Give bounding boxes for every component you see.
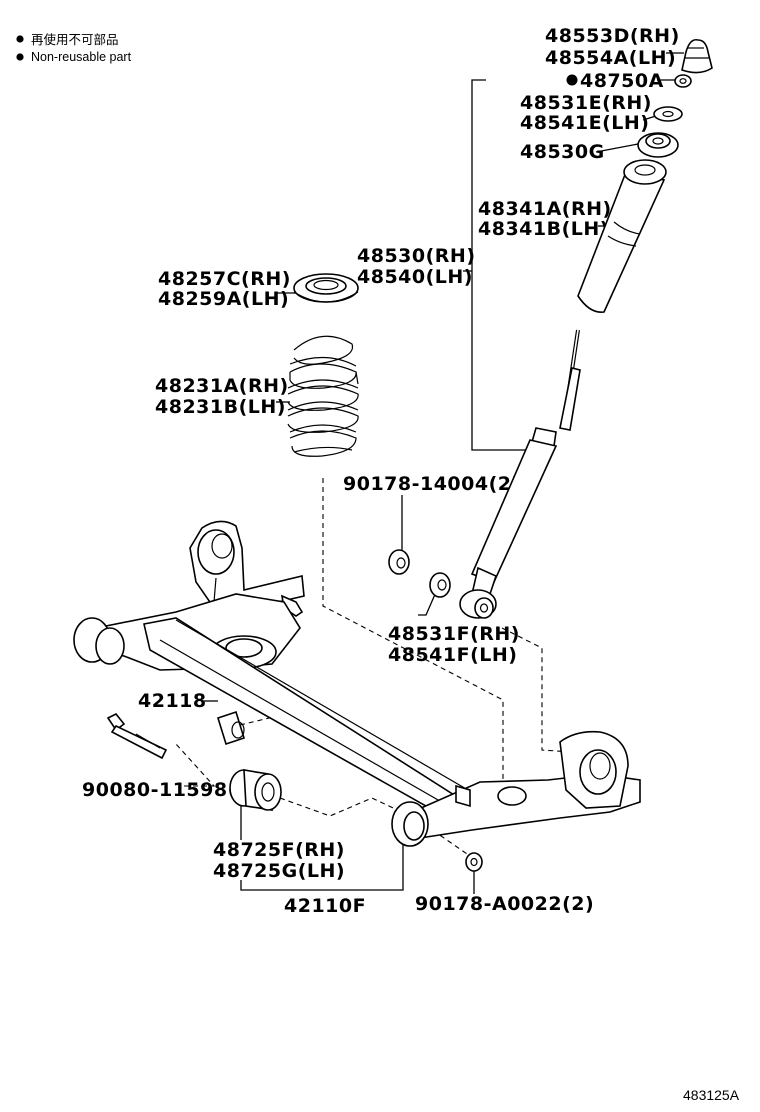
label-48541E: 48541E(LH): [520, 112, 649, 134]
label-48341B: 48341B(LH): [478, 218, 609, 240]
bound-stopper: [217, 710, 245, 746]
label-48725F: 48725F(RH): [213, 839, 345, 861]
label-48530: 48530(RH): [357, 245, 476, 267]
bushing-48530G: [637, 132, 679, 158]
non-reusable-bullet-icon: [566, 74, 578, 86]
label-48257C: 48257C(RH): [158, 268, 291, 290]
label-42118: 42118: [138, 690, 207, 712]
spring-insulator: [293, 273, 359, 303]
label-48540: 48540(LH): [357, 266, 473, 288]
label-48531F: 48531F(RH): [388, 623, 520, 645]
leader-lines: [175, 52, 684, 894]
label-48531E: 48531E(RH): [520, 92, 652, 114]
shock-absorber: [459, 329, 581, 619]
label-48725G: 48725G(LH): [213, 860, 345, 882]
legend-non-reusable-en: Non-reusable part: [31, 50, 132, 64]
bushing-48725F: [229, 769, 282, 811]
label-90080-11598: 90080-11598(2): [82, 779, 260, 801]
legend-non-reusable-cn: 再使用不可部品: [31, 32, 119, 47]
shock-dust-cover: [577, 159, 667, 313]
label-48259A: 48259A(LH): [158, 288, 289, 310]
label-48231A: 48231A(RH): [155, 375, 289, 397]
washer-48531E: [653, 106, 683, 122]
catalog-number: 483125A: [683, 1087, 740, 1103]
label-48541F: 48541F(LH): [388, 644, 517, 666]
label-90178-A0022: 90178-A0022(2): [415, 893, 594, 915]
label-90178-14004: 90178-14004(2): [343, 473, 521, 495]
label-48341A: 48341A(RH): [478, 198, 612, 220]
bump-stopper-cap: [681, 38, 713, 74]
non-reusable-bullet-icon: [16, 53, 24, 61]
label-48530G: 48530G: [520, 141, 605, 163]
non-reusable-bullet-icon: [16, 35, 24, 43]
nut-90178-A0022: [465, 852, 483, 872]
label-48554A: 48554A(LH): [545, 47, 676, 69]
label-42110F: 42110F: [284, 895, 366, 917]
label-48231B: 48231B(LH): [155, 396, 286, 418]
bushing-48531F: [429, 572, 451, 598]
rear-axle-beam: [73, 520, 641, 847]
nut-48750A: [674, 74, 692, 88]
nut-90178-14004: [388, 549, 410, 575]
coil-spring: [287, 335, 359, 457]
part-labels: 48553D(RH) 48554A(LH) 48750A 48531E(RH) …: [82, 25, 740, 1103]
bolt-90080-11598: [106, 712, 168, 760]
label-48750A: 48750A: [580, 70, 664, 92]
label-48553D: 48553D(RH): [545, 25, 680, 47]
legend: 再使用不可部品 Non-reusable part: [16, 32, 132, 64]
